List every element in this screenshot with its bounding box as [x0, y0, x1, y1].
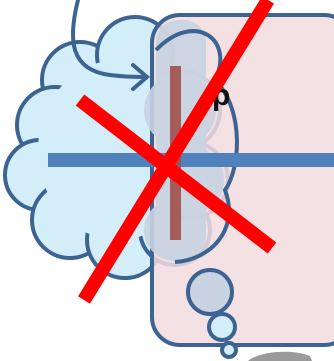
horizontal-bar — [48, 153, 334, 167]
bottom-partial-shape — [248, 352, 312, 361]
thought-bubble-small — [222, 343, 236, 357]
thought-bubble-medium — [209, 314, 235, 340]
thought-bubble-large — [188, 270, 232, 314]
